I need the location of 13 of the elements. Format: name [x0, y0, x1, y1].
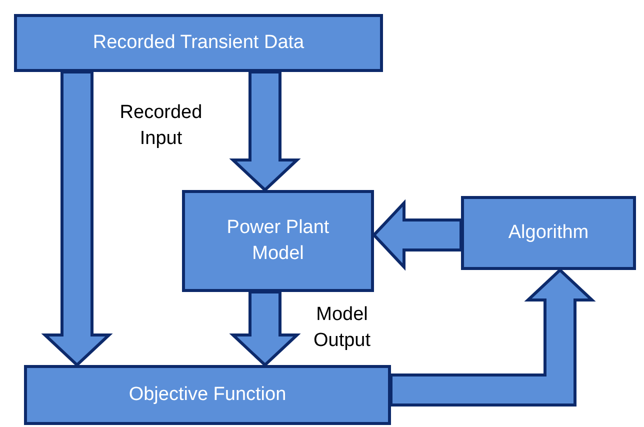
box-label: Power Plant Model: [226, 216, 330, 266]
block-arrow: [229, 70, 301, 192]
block-arrow: [390, 268, 596, 406]
process-box: [24, 365, 391, 425]
box-label: Algorithm: [508, 221, 589, 246]
box-label: Recorded Transient Data: [92, 31, 304, 56]
block-arrow: [372, 199, 462, 271]
process-box: [14, 14, 383, 72]
block-arrow: [41, 70, 113, 368]
process-box: [461, 196, 636, 270]
box-label: Objective Function: [128, 383, 286, 408]
process-box: [182, 190, 374, 292]
block-arrow: [229, 290, 301, 368]
